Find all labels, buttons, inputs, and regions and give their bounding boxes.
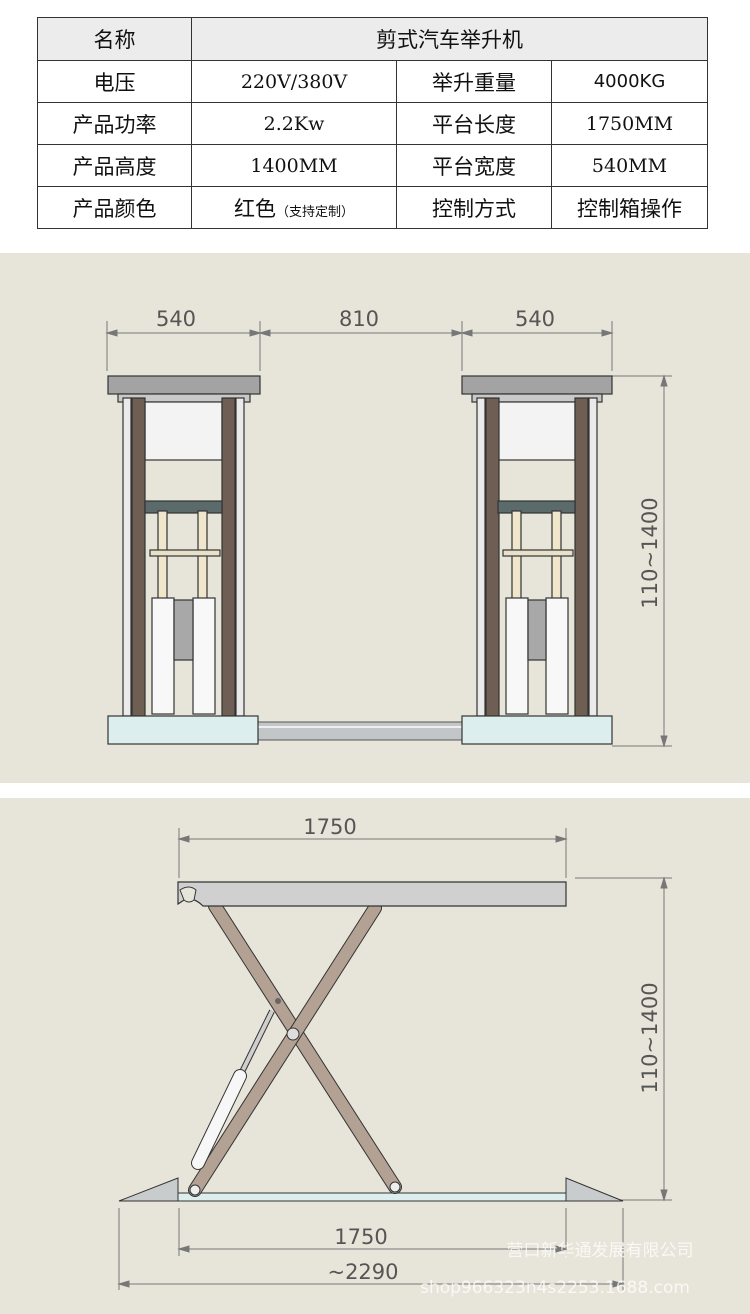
side-view-drawing: 1750 110~1400 1750 ~2290 [0, 798, 750, 1314]
spec-value: 控制箱操作 [550, 186, 709, 229]
dim-front-height: 110~1400 [638, 497, 662, 608]
right-lift-unit [461, 375, 613, 745]
spec-label: 平台长度 [396, 102, 552, 145]
spec-row: 产品功率 2.2Kw 平台长度 1750MM [37, 102, 709, 145]
spec-value: 540MM [550, 144, 709, 187]
left-ramp [118, 1177, 179, 1202]
lift-deck [177, 881, 567, 907]
watermark-url: shop966323n4s2253.1688.com [420, 1278, 690, 1298]
front-view-drawing: 540 810 540 110~1400 [0, 253, 750, 783]
hydraulic-cylinder [191, 1009, 275, 1170]
spec-value: 1400MM [191, 144, 397, 187]
color-note: （支持定制） [275, 204, 354, 220]
left-lift-unit [107, 375, 261, 745]
spec-label: 控制方式 [396, 186, 552, 229]
right-ramp [565, 1177, 624, 1202]
spec-label: 电压 [37, 60, 192, 103]
spec-value: 220V/380V [191, 60, 397, 103]
spec-label: 平台宽度 [396, 144, 552, 187]
spec-table: 名称 剪式汽车举升机 电压 220V/380V 举升重量 4000KG 产品功率… [37, 17, 709, 229]
spec-header-row: 名称 剪式汽车举升机 [37, 17, 709, 61]
spec-value: 2.2Kw [191, 102, 397, 145]
spec-value: 红色（支持定制） [191, 186, 397, 229]
spec-row: 电压 220V/380V 举升重量 4000KG [37, 60, 709, 103]
spec-label: 产品功率 [37, 102, 192, 145]
connecting-pipe [255, 721, 467, 741]
side-dimension-lines [117, 828, 672, 1290]
spec-value: 4000KG [550, 60, 709, 103]
header-label: 名称 [37, 17, 192, 61]
dim-base-length: 1750 [334, 1225, 387, 1249]
dim-top-length: 1750 [303, 815, 356, 839]
spec-value: 1750MM [550, 102, 709, 145]
spec-row: 产品颜色 红色（支持定制） 控制方式 控制箱操作 [37, 186, 709, 229]
side-view-svg: 1750 110~1400 1750 ~2290 [117, 815, 694, 1298]
front-dimension-lines [105, 321, 672, 748]
dim-side-height: 110~1400 [638, 982, 662, 1093]
spec-label: 产品高度 [37, 144, 192, 187]
color-value: 红色 [233, 196, 276, 221]
spec-row: 产品高度 1400MM 平台宽度 540MM [37, 144, 709, 187]
base-plate [177, 1192, 567, 1202]
watermark-company: 营口新华通发展有限公司 [507, 1241, 694, 1261]
front-view-svg: 540 810 540 110~1400 [105, 307, 672, 748]
dim-left-width: 540 [156, 307, 196, 331]
dim-overall-length: ~2290 [327, 1260, 398, 1284]
spec-label: 产品颜色 [37, 186, 192, 229]
scissor-arms [188, 899, 402, 1197]
dim-gap: 810 [339, 307, 379, 331]
dim-right-width: 540 [515, 307, 555, 331]
header-value: 剪式汽车举升机 [190, 17, 709, 61]
spec-label: 举升重量 [396, 60, 552, 103]
